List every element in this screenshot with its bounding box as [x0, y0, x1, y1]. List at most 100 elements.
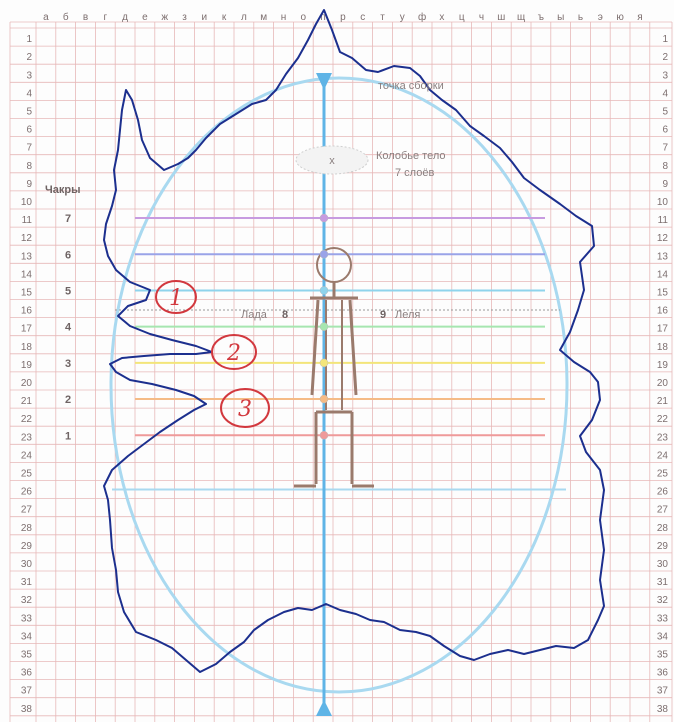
column-header: х — [439, 12, 444, 23]
row-header-right: 31 — [657, 577, 669, 588]
column-header: г — [103, 12, 107, 23]
row-header-left: 15 — [21, 288, 33, 299]
row-header-left: 3 — [26, 70, 32, 81]
row-header-left: 34 — [21, 631, 33, 642]
chakra-number: 6 — [65, 249, 71, 261]
row-header-left: 22 — [21, 414, 33, 425]
row-header-left: 35 — [21, 650, 33, 661]
row-header-left: 16 — [21, 306, 33, 317]
column-header: к — [222, 12, 227, 23]
row-header-left: 9 — [26, 179, 32, 190]
row-header-left: 36 — [21, 668, 33, 679]
row-header-left: 32 — [21, 595, 33, 606]
column-header: э — [598, 12, 603, 23]
row-header-right: 21 — [657, 396, 669, 407]
column-header: з — [182, 12, 187, 23]
row-header-left: 6 — [26, 125, 32, 136]
row-header-left: 20 — [21, 378, 33, 389]
column-header: е — [142, 12, 148, 23]
marker-label-3: 3 — [238, 397, 252, 422]
cocoon-body-label: Колобье тело — [376, 150, 445, 162]
row-header-left: 17 — [21, 324, 33, 335]
chakra-dot — [320, 286, 328, 294]
row-header-right: 2 — [662, 52, 668, 63]
row-header-left: 23 — [21, 432, 33, 443]
lada-label: Лада — [241, 309, 268, 321]
row-header-left: 37 — [21, 686, 33, 697]
row-header-left: 11 — [22, 215, 33, 226]
layers-label: 7 слоёв — [395, 167, 434, 179]
column-header: ч — [479, 12, 484, 23]
row-header-right: 3 — [662, 70, 668, 81]
chakra-dot — [320, 431, 328, 439]
row-header-right: 23 — [657, 432, 669, 443]
row-header-right: 29 — [657, 541, 669, 552]
column-header: т — [380, 12, 385, 23]
row-header-left: 30 — [21, 559, 33, 570]
row-header-right: 11 — [658, 215, 669, 226]
assembly-point-label: точка сборки — [378, 80, 444, 92]
row-header-right: 37 — [657, 686, 669, 697]
row-header-right: 15 — [657, 288, 669, 299]
row-header-right: 25 — [657, 469, 669, 480]
column-header: щ — [517, 12, 525, 23]
cocoon-mark: x — [329, 155, 335, 167]
row-header-left: 31 — [21, 577, 33, 588]
column-header: ц — [459, 12, 465, 23]
chakra-number: 2 — [65, 394, 71, 406]
column-header: и — [202, 12, 208, 23]
chakra-number: 3 — [65, 358, 71, 370]
row-header-left: 2 — [26, 52, 32, 63]
chakras-header: Чакры — [45, 184, 80, 196]
chakra-dot — [320, 395, 328, 403]
chakra-dot — [320, 214, 328, 222]
lelya-number: 9 — [380, 309, 386, 321]
row-header-left: 29 — [21, 541, 33, 552]
column-header: у — [400, 12, 405, 23]
column-header: ы — [557, 12, 564, 23]
row-header-right: 24 — [657, 450, 669, 461]
row-header-right: 7 — [662, 143, 668, 154]
row-header-left: 8 — [26, 161, 32, 172]
row-header-left: 25 — [21, 469, 33, 480]
row-header-right: 9 — [662, 179, 668, 190]
row-header-right: 17 — [657, 324, 669, 335]
lada-number: 8 — [282, 309, 288, 321]
row-header-left: 28 — [21, 523, 33, 534]
row-header-right: 22 — [657, 414, 669, 425]
row-header-left: 1 — [26, 34, 32, 45]
row-header-right: 34 — [657, 631, 669, 642]
row-header-right: 35 — [657, 650, 669, 661]
column-header: о — [301, 12, 307, 23]
chakra-dot — [320, 359, 328, 367]
row-header-right: 6 — [662, 125, 668, 136]
row-header-right: 1 — [662, 34, 668, 45]
chakra-dot — [320, 323, 328, 331]
row-header-right: 13 — [657, 251, 669, 262]
column-header: я — [637, 12, 642, 23]
row-header-right: 26 — [657, 487, 669, 498]
row-header-right: 18 — [657, 342, 669, 353]
row-header-left: 26 — [21, 487, 33, 498]
marker-label-2: 2 — [226, 341, 241, 366]
chakra-number: 1 — [65, 430, 71, 442]
column-header: ж — [161, 12, 168, 23]
chakra-number: 4 — [65, 322, 72, 334]
row-header-right: 5 — [662, 107, 668, 118]
column-header: а — [43, 12, 49, 23]
row-header-right: 36 — [657, 668, 669, 679]
column-header: р — [340, 12, 346, 23]
row-header-left: 27 — [21, 505, 33, 516]
row-header-right: 8 — [662, 161, 668, 172]
row-header-left: 12 — [21, 233, 33, 244]
column-header: м — [260, 12, 267, 23]
row-header-right: 30 — [657, 559, 669, 570]
column-header: б — [63, 11, 69, 23]
row-header-right: 10 — [657, 197, 669, 208]
lelya-label: Леля — [395, 309, 420, 321]
row-header-left: 7 — [26, 143, 32, 154]
row-header-left: 18 — [21, 342, 33, 353]
column-header: л — [241, 12, 247, 23]
row-header-left: 38 — [21, 704, 33, 715]
